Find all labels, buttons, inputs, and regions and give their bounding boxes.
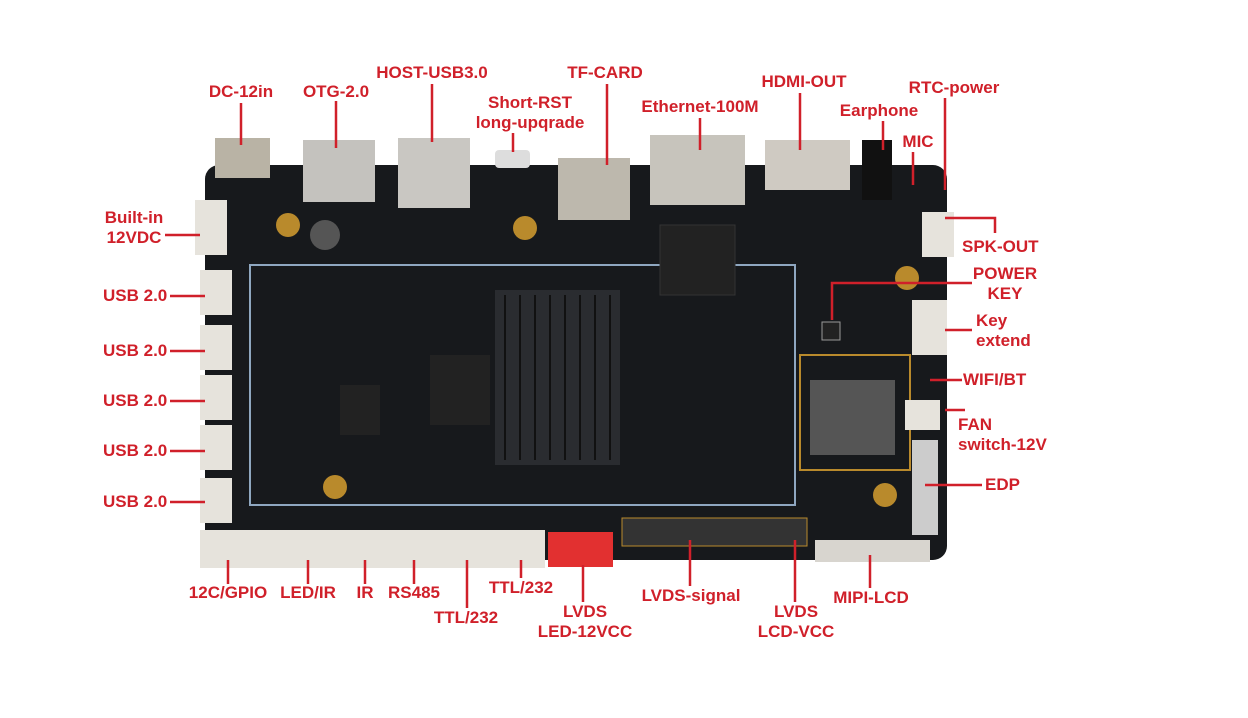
label-edp: EDP bbox=[985, 475, 1020, 494]
label-i2c-gpio: 12C/GPIO bbox=[188, 583, 268, 602]
label-usb2-1: USB 2.0 bbox=[103, 286, 168, 305]
label-lvds-signal: LVDS-signal bbox=[641, 586, 741, 605]
label-line: KEY bbox=[987, 284, 1023, 303]
label-line: long-upqrade bbox=[475, 113, 585, 132]
label-line: LCD-VCC bbox=[757, 622, 835, 641]
label-ir: IR bbox=[356, 583, 374, 602]
dc-jack bbox=[215, 138, 270, 178]
label-tf-card: TF-CARD bbox=[567, 63, 643, 82]
label-line: 12VDC bbox=[106, 228, 162, 247]
label-line: Short-RST bbox=[487, 93, 573, 112]
lvds-led-connector bbox=[548, 532, 613, 567]
label-ethernet: Ethernet-100M bbox=[641, 97, 759, 116]
label-rtc-power: RTC-power bbox=[908, 78, 1000, 97]
label-line: extend bbox=[976, 331, 1031, 350]
tf-slot bbox=[558, 158, 630, 220]
label-usb2-4: USB 2.0 bbox=[103, 441, 168, 460]
label-usb2-5: USB 2.0 bbox=[103, 492, 168, 511]
label-line: switch-12V bbox=[958, 435, 1047, 454]
label-usb2-2: USB 2.0 bbox=[103, 341, 168, 360]
label-ttl-232-a: TTL/232 bbox=[433, 608, 499, 627]
label-mipi-lcd: MIPI-LCD bbox=[833, 588, 909, 607]
label-ttl-232-b: TTL/232 bbox=[488, 578, 554, 597]
earphone-jack bbox=[862, 140, 892, 200]
leader-lines bbox=[165, 84, 997, 608]
label-line: Key bbox=[976, 311, 1008, 330]
label-earphone: Earphone bbox=[839, 101, 919, 120]
otg-port bbox=[303, 140, 375, 202]
label-usb2-3: USB 2.0 bbox=[103, 391, 168, 410]
label-hdmi: HDMI-OUT bbox=[761, 72, 847, 91]
label-led-ir: LED/IR bbox=[280, 583, 336, 602]
label-line: LVDS bbox=[562, 602, 608, 621]
ethernet-port bbox=[650, 135, 745, 205]
label-line: Built-in bbox=[104, 208, 164, 227]
label-mic: MIC bbox=[902, 132, 934, 151]
usb3-port bbox=[398, 138, 470, 208]
label-rs485: RS485 bbox=[388, 583, 440, 602]
hdmi-port bbox=[765, 140, 850, 190]
heatsink bbox=[495, 290, 620, 465]
label-line: LED-12VCC bbox=[537, 622, 633, 641]
pcb-board bbox=[195, 135, 954, 568]
label-line: LVDS bbox=[773, 602, 819, 621]
label-line: FAN bbox=[958, 415, 992, 434]
label-dc-in: DC-12in bbox=[208, 82, 274, 101]
label-otg: OTG-2.0 bbox=[302, 82, 370, 101]
label-wifi-bt: WIFI/BT bbox=[963, 370, 1027, 389]
label-host-usb3: HOST-USB3.0 bbox=[376, 63, 488, 82]
reset-button bbox=[495, 150, 530, 168]
label-spk-out: SPK-OUT bbox=[962, 237, 1039, 256]
label-line: POWER bbox=[972, 264, 1038, 283]
